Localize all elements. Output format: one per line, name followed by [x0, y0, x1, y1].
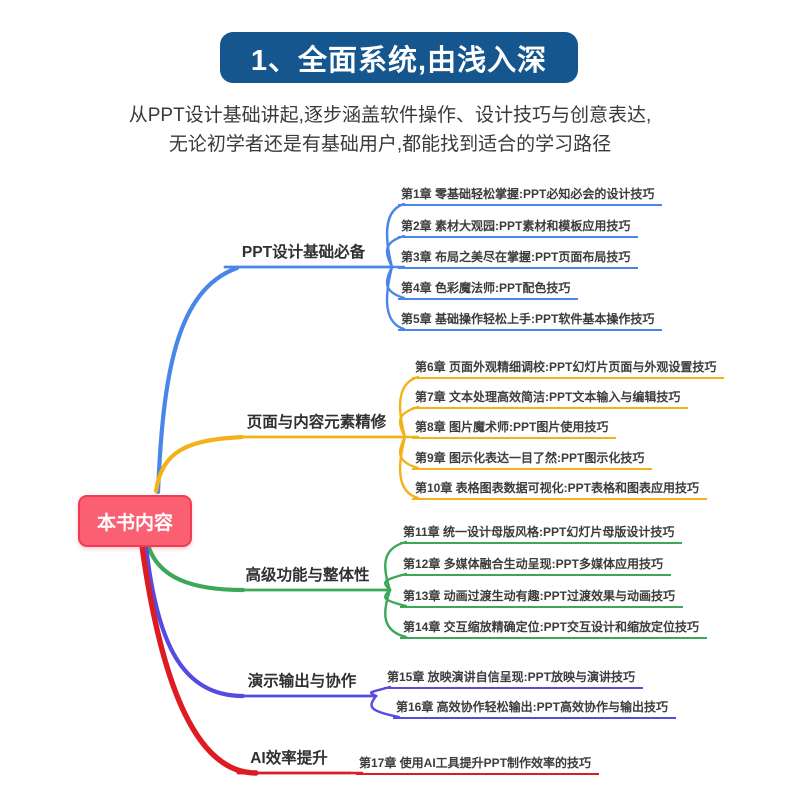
connector-line: [398, 435, 420, 500]
chapter-item: 第10章 表格图表数据可视化:PPT表格和图表应用技巧: [412, 481, 708, 500]
connector-line: [398, 375, 420, 439]
subtitle-line-1: 从PPT设计基础讲起,逐步涵盖软件操作、设计技巧与创意表达,: [128, 105, 652, 126]
root-node: 本书内容: [78, 495, 192, 547]
chapter-item: 第17章 使用AI工具提升PPT制作效率的技巧: [356, 756, 600, 775]
subtitle: 从PPT设计基础讲起,逐步涵盖软件操作、设计技巧与创意表达, 无论初学者还是有基…: [40, 101, 740, 159]
chapter-item: 第7章 文本处理高效简洁:PPT文本输入与编辑技巧: [412, 390, 689, 409]
connector-line: [384, 540, 408, 592]
chapter-item: 第5章 基础操作轻松上手:PPT软件基本操作技巧: [398, 312, 663, 331]
chapter-item: 第4章 色彩魔法师:PPT配色技巧: [398, 281, 579, 300]
chapter-item: 第6章 页面外观精细调校:PPT幻灯片页面与外观设置技巧: [412, 360, 725, 379]
page-title: 1、全面系统,由浅入深: [250, 44, 548, 77]
chapter-item: 第13章 动画过渡生动有趣:PPT过渡效果与动画技巧: [400, 589, 684, 608]
chapter-item: 第14章 交互缩放精确定位:PPT交互设计和缩放定位技巧: [400, 620, 708, 639]
connector-line: [143, 543, 246, 699]
branch-label: 演示输出与协作: [247, 673, 357, 690]
branch-label: AI效率提升: [250, 750, 328, 767]
branch-label: PPT设计基础必备: [241, 244, 366, 261]
chapter-item: 第2章 素材大观园:PPT素材和模板应用技巧: [398, 219, 639, 238]
connector-line: [370, 694, 401, 719]
connector-line: [145, 542, 246, 593]
root-node-label: 本书内容: [96, 512, 173, 534]
chapter-item: 第11章 统一设计母版风格:PPT幻灯片母版设计技巧: [400, 525, 683, 544]
chapter-item: 第9章 图示化表达一目了然:PPT图示化技巧: [412, 451, 653, 470]
connector-line: [153, 434, 245, 494]
title-banner: 1、全面系统,由浅入深: [220, 32, 578, 83]
chapter-item: 第12章 多媒体融合生动呈现:PPT多媒体应用技巧: [400, 557, 672, 576]
subtitle-line-2: 无论初学者还是有基础用户,都能找到适合的学习路径: [168, 134, 612, 155]
chapter-item: 第8章 图片魔术师:PPT图片使用技巧: [412, 420, 617, 439]
branch-label: 页面与内容元素精修: [246, 414, 387, 431]
chapter-item: 第1章 零基础轻松掌握:PPT必知必会的设计技巧: [398, 187, 663, 206]
connector-line: [155, 265, 240, 495]
connector-line: [385, 202, 406, 269]
chapter-item: 第15章 放映演讲自信呈现:PPT放映与演讲技巧: [384, 670, 644, 689]
connector-line: [384, 588, 408, 639]
connector-line: [139, 543, 259, 776]
chapter-item: 第16章 高效协作轻松输出:PPT高效协作与输出技巧: [393, 700, 677, 719]
chapter-item: 第3章 布局之美尽在掌握:PPT页面布局技巧: [398, 250, 639, 269]
connector-line: [385, 265, 406, 331]
branch-label: 高级功能与整体性: [245, 567, 370, 584]
